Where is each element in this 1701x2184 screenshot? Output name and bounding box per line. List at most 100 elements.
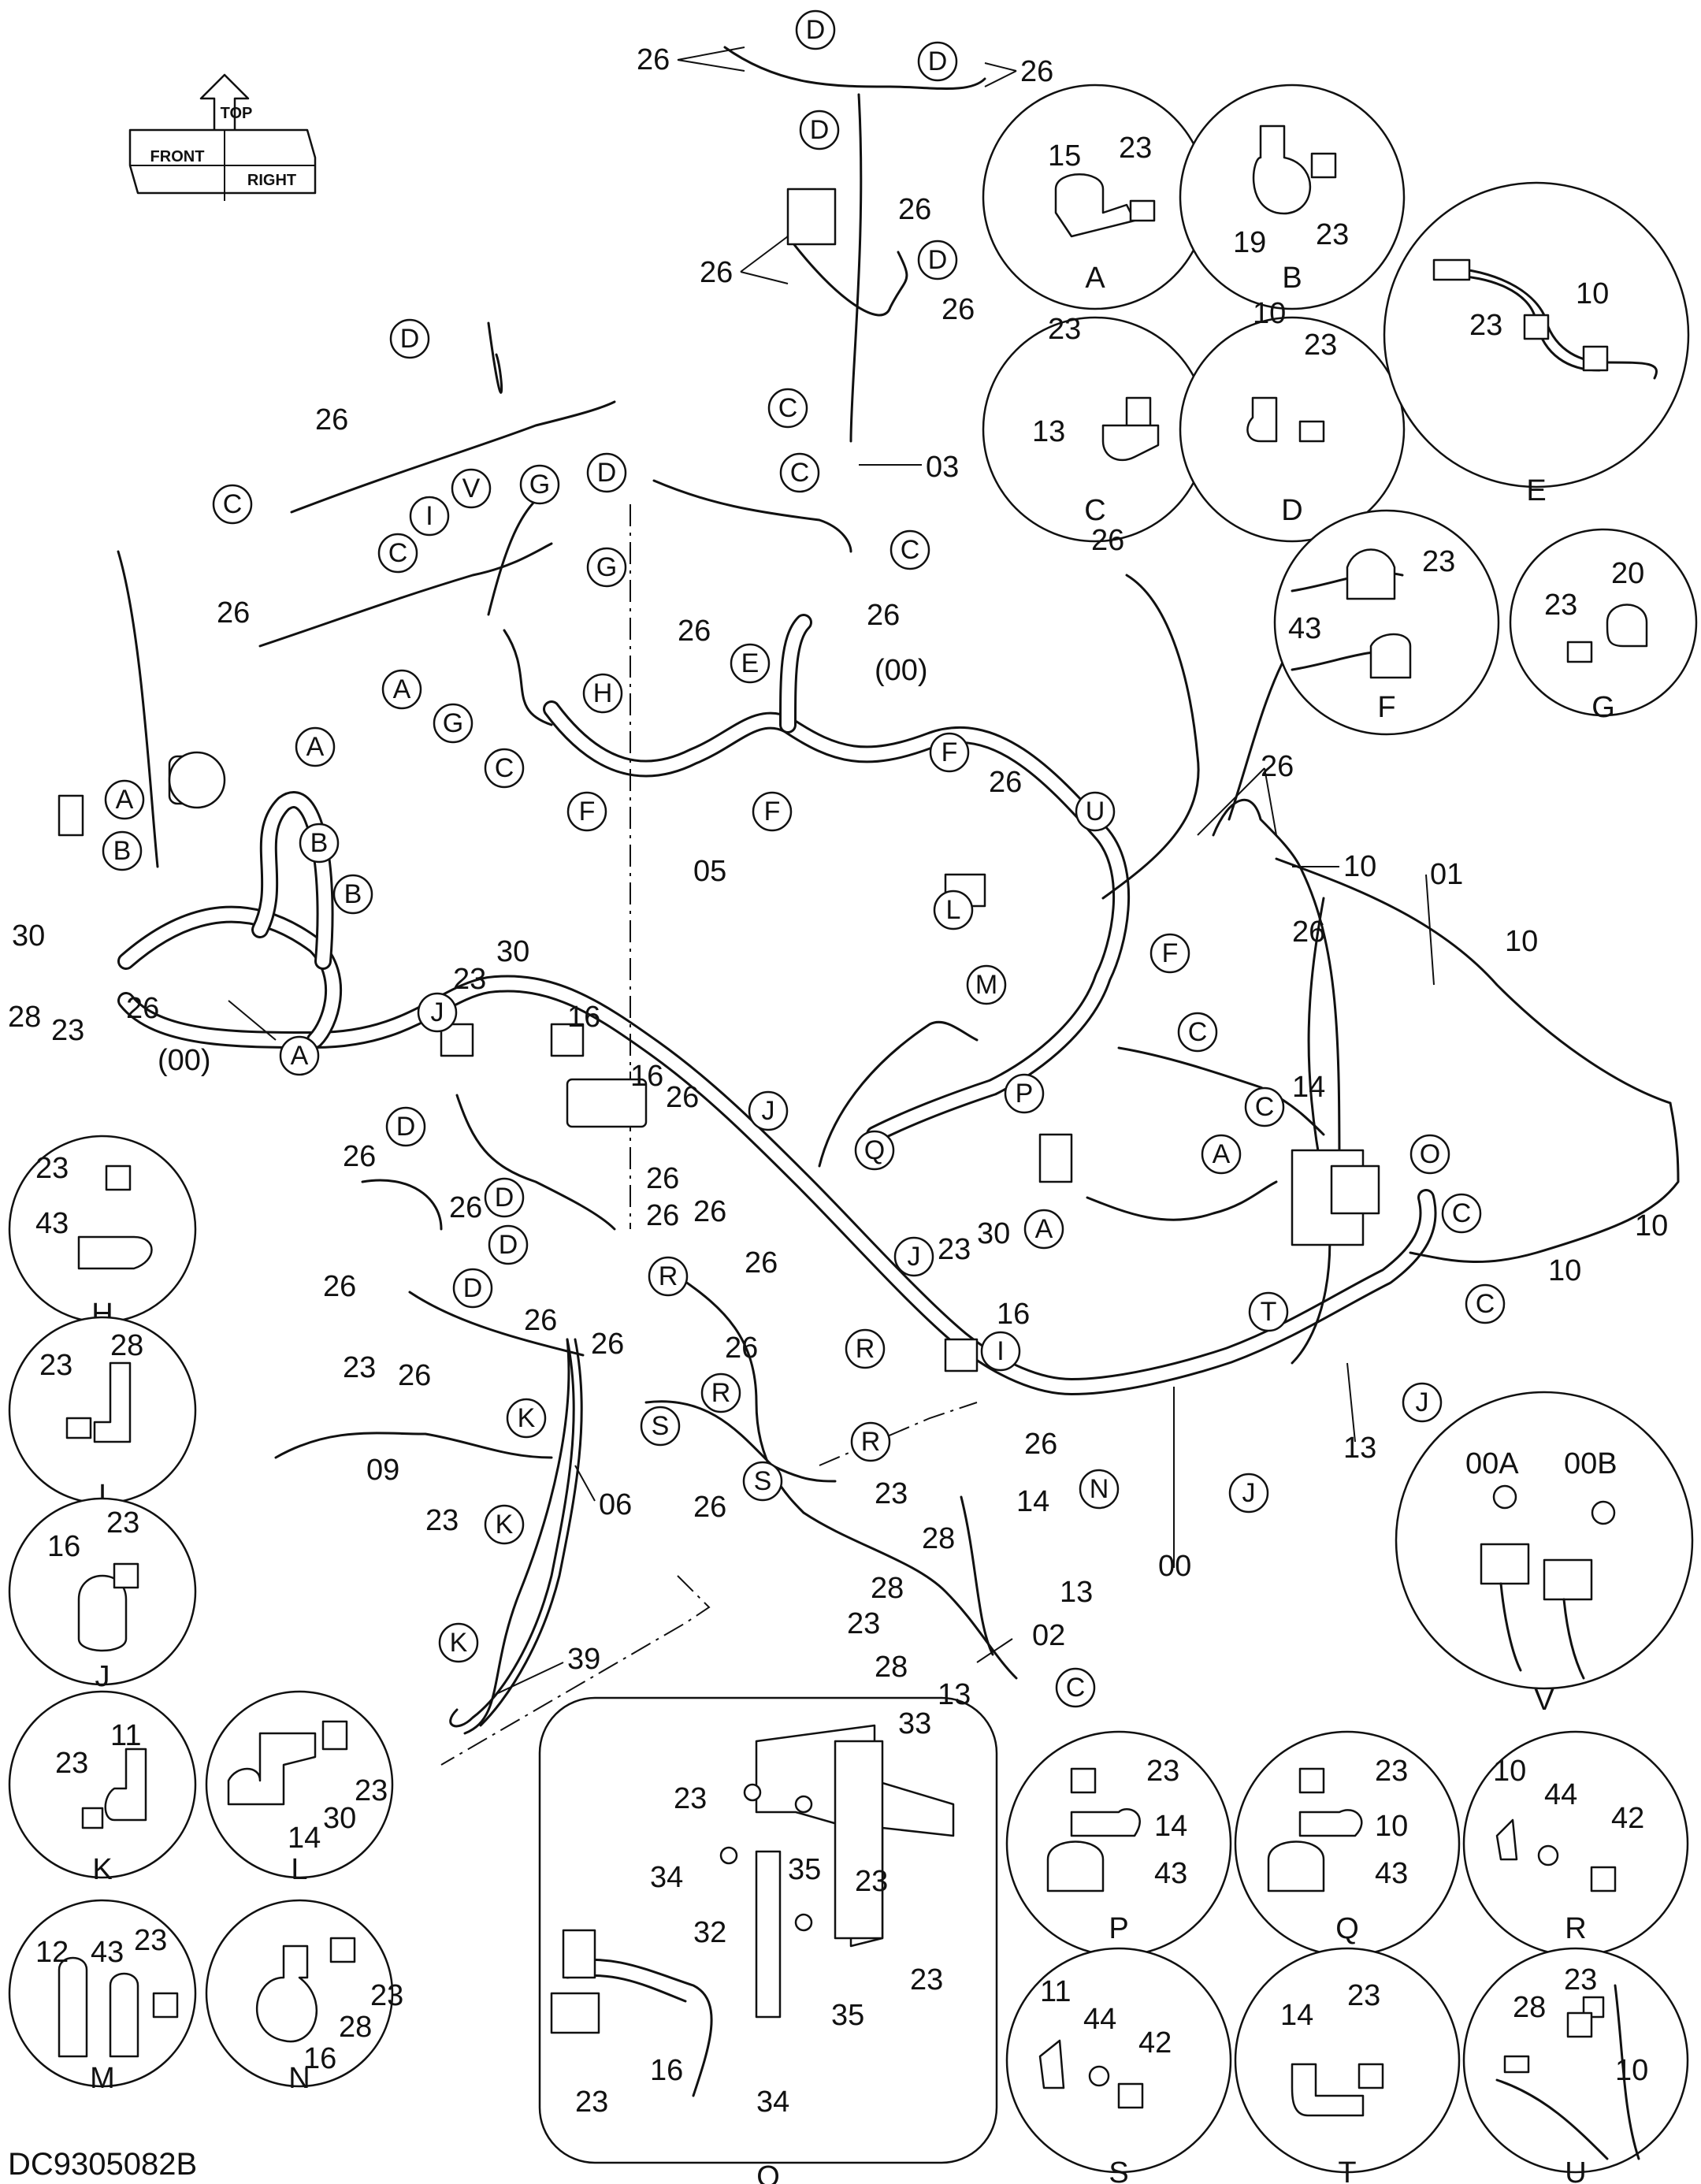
callout-d: D bbox=[928, 245, 948, 275]
label-26: 26 bbox=[1091, 524, 1124, 557]
detail-s-part-11: 11 bbox=[1040, 1975, 1071, 2008]
label-26: 26 bbox=[217, 596, 250, 630]
detail-view-f: F 43 23 bbox=[1273, 509, 1500, 736]
callout-q: Q bbox=[864, 1135, 885, 1165]
detail-k-part-11: 11 bbox=[110, 1719, 141, 1752]
detail-b-part-23: 23 bbox=[1316, 218, 1349, 251]
detail-label-i: I bbox=[98, 1479, 107, 1512]
detail-label-q: Q bbox=[1335, 1912, 1359, 1945]
callout-g: G bbox=[596, 552, 617, 582]
detail-o-part-16: 16 bbox=[650, 2054, 683, 2087]
detail-view-j: J 16 23 bbox=[8, 1497, 197, 1693]
label-26: 26 bbox=[941, 293, 975, 326]
callout-f: F bbox=[941, 737, 958, 767]
label-26: 26 bbox=[898, 193, 931, 226]
detail-view-h: H 23 43 bbox=[8, 1135, 197, 1331]
callout-c: C bbox=[778, 393, 798, 423]
detail-view-u: U 28 23 10 bbox=[1462, 1947, 1689, 2184]
detail-o-part-34b: 34 bbox=[756, 2086, 789, 2119]
detail-v-part-00a: 00A bbox=[1465, 1447, 1519, 1480]
front-label: FRONT bbox=[150, 148, 205, 165]
detail-l-part-30: 30 bbox=[323, 1802, 356, 1835]
callout-o: O bbox=[1420, 1139, 1440, 1169]
label-00-paren: (00) bbox=[875, 654, 928, 687]
detail-label-b: B bbox=[1282, 262, 1302, 295]
detail-view-d: D 10 23 bbox=[1179, 297, 1406, 543]
callout-d: D bbox=[396, 1112, 416, 1142]
label-26: 26 bbox=[725, 1332, 758, 1365]
detail-label-a: A bbox=[1085, 262, 1105, 295]
callout-p: P bbox=[1016, 1079, 1034, 1109]
callout-d: D bbox=[400, 324, 420, 354]
label-26: 26 bbox=[989, 766, 1022, 799]
detail-label-j: J bbox=[95, 1660, 110, 1693]
callout-c: C bbox=[901, 535, 920, 565]
detail-r-part-10: 10 bbox=[1493, 1755, 1526, 1788]
detail-e-part-10: 10 bbox=[1576, 277, 1609, 310]
callout-c: C bbox=[1188, 1017, 1208, 1047]
label-26: 26 bbox=[343, 1140, 376, 1173]
callout-r: R bbox=[659, 1261, 678, 1291]
detail-label-p: P bbox=[1109, 1912, 1128, 1945]
callout-j: J bbox=[908, 1242, 921, 1272]
detail-u-part-23: 23 bbox=[1564, 1963, 1597, 1996]
label-05: 05 bbox=[693, 855, 726, 888]
callout-c: C bbox=[790, 458, 810, 488]
callout-e: E bbox=[741, 648, 760, 678]
label-26: 26 bbox=[449, 1191, 482, 1224]
callout-f: F bbox=[1162, 938, 1179, 968]
callout-d: D bbox=[806, 15, 826, 45]
label-00-paren: (00) bbox=[158, 1044, 211, 1077]
label-26: 26 bbox=[1292, 916, 1325, 949]
detail-view-o: O 33 23 23 35 34 32 23 35 16 23 34 bbox=[538, 1696, 998, 2184]
detail-q-part-43: 43 bbox=[1375, 1857, 1408, 1890]
label-00: 00 bbox=[1158, 1550, 1191, 1583]
label-28: 28 bbox=[875, 1651, 908, 1684]
callout-b: B bbox=[310, 828, 329, 858]
drawing-code: DC9305082B bbox=[8, 2147, 197, 2182]
callout-d: D bbox=[499, 1230, 518, 1260]
label-14: 14 bbox=[1292, 1071, 1325, 1104]
detail-f-part-23: 23 bbox=[1422, 545, 1455, 578]
label-26: 26 bbox=[693, 1195, 726, 1228]
callout-a: A bbox=[116, 785, 134, 815]
callout-a: A bbox=[393, 674, 411, 704]
detail-u-part-10: 10 bbox=[1615, 2054, 1648, 2087]
label-26: 26 bbox=[323, 1270, 356, 1303]
detail-d-part-10: 10 bbox=[1253, 297, 1286, 330]
label-26: 26 bbox=[591, 1328, 624, 1361]
callout-r: R bbox=[861, 1427, 881, 1457]
detail-a-part-23: 23 bbox=[1119, 132, 1152, 165]
callout-v: V bbox=[462, 474, 481, 503]
detail-o-part-23d: 23 bbox=[575, 2086, 608, 2119]
detail-view-m: M 12 43 23 bbox=[8, 1899, 197, 2095]
callout-h: H bbox=[593, 678, 613, 708]
detail-l-part-14: 14 bbox=[288, 1822, 321, 1855]
detail-d-part-23: 23 bbox=[1304, 329, 1337, 362]
label-26: 26 bbox=[126, 992, 159, 1025]
detail-view-n: N 23 28 16 bbox=[205, 1899, 403, 2095]
detail-view-r: R 10 44 42 bbox=[1462, 1730, 1689, 1957]
components bbox=[58, 188, 1380, 1372]
detail-view-t: T 14 23 bbox=[1234, 1947, 1461, 2184]
detail-u-part-28: 28 bbox=[1513, 1991, 1546, 2024]
top-label: TOP bbox=[221, 105, 253, 122]
detail-label-s: S bbox=[1109, 2156, 1128, 2184]
label-09: 09 bbox=[366, 1454, 399, 1487]
detail-i-part-23: 23 bbox=[39, 1349, 72, 1382]
detail-j-part-16: 16 bbox=[47, 1530, 80, 1563]
label-23: 23 bbox=[875, 1477, 908, 1510]
detail-label-u: U bbox=[1565, 2156, 1586, 2184]
callout-f: F bbox=[764, 797, 781, 826]
detail-label-t: T bbox=[1338, 2156, 1356, 2184]
callout-d: D bbox=[495, 1183, 514, 1213]
detail-view-v: V 00A 00B bbox=[1395, 1391, 1694, 1717]
detail-c-part-13: 13 bbox=[1032, 415, 1065, 448]
label-26: 26 bbox=[693, 1491, 726, 1524]
callout-j: J bbox=[762, 1096, 775, 1126]
label-10: 10 bbox=[1505, 925, 1538, 958]
detail-label-d: D bbox=[1281, 494, 1302, 527]
callout-a: A bbox=[306, 732, 325, 762]
label-26: 26 bbox=[524, 1304, 557, 1337]
